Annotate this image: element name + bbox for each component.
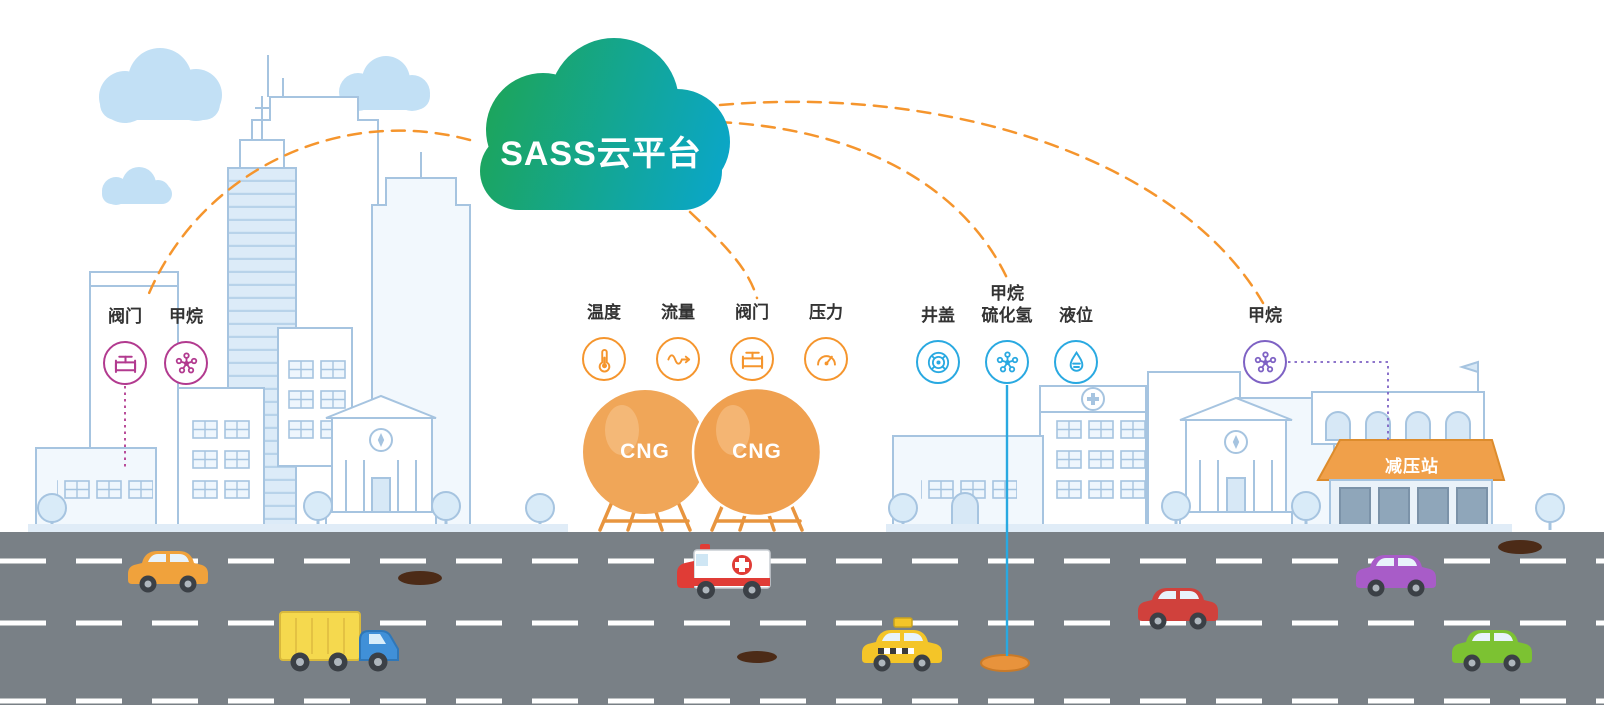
sensor-label: 压力	[809, 303, 843, 322]
manhole-icon	[925, 349, 952, 376]
sky-cloud-left	[99, 48, 222, 123]
valve-sensor-badge	[103, 341, 147, 385]
valve-sensor-badge	[730, 337, 774, 381]
gas-sensor-badge	[985, 340, 1029, 384]
sensor-label: 甲烷	[990, 284, 1024, 303]
manhole-sensor-badge	[916, 340, 960, 384]
city-sensor-group: 阀门 甲烷	[97, 306, 214, 385]
sky-cloud-mid	[339, 56, 430, 111]
level-icon	[1063, 349, 1090, 376]
sensor-label: 甲烷	[169, 307, 203, 326]
molecule-icon	[1252, 349, 1279, 376]
sensor-label: 流量	[661, 303, 695, 322]
flow-sensor-badge	[656, 337, 700, 381]
sensor-pressure: 压力	[798, 302, 854, 381]
cloud-platform-label: SASS云平台	[500, 135, 702, 173]
sensor-label: 液位	[1059, 306, 1093, 325]
pressure-icon	[813, 346, 840, 373]
methane-sensor-badge	[164, 341, 208, 385]
methane-sensor-badge	[1243, 340, 1287, 384]
sensor-label: 温度	[587, 303, 621, 322]
valve-icon	[112, 350, 139, 377]
level-sensor-badge	[1054, 340, 1098, 384]
connector-station-methane	[1288, 361, 1389, 441]
sensor-valve-city: 阀门	[97, 306, 153, 385]
station-sensor-group: 甲烷	[1237, 305, 1293, 384]
manhole-cover	[737, 651, 777, 663]
sensor-label: 井盖	[921, 306, 955, 325]
manhole-sensor-group: 井盖 甲烷 硫化氢 液位	[910, 283, 1104, 384]
sensor-label: 甲烷	[1248, 306, 1282, 325]
sky-cloud-small	[102, 167, 172, 205]
sensor-liquid-level: 液位	[1048, 305, 1104, 384]
sensor-methane-city: 甲烷	[158, 306, 214, 385]
taxi-yellow	[862, 617, 942, 672]
reduction-station-label: 减压站	[1385, 457, 1439, 476]
pressure-sensor-badge	[804, 337, 848, 381]
cng-tank-1-label: CNG	[620, 440, 670, 463]
sensor-manhole-cover: 井盖	[910, 305, 966, 384]
reduction-station-building	[1311, 360, 1512, 532]
manhole-cover	[398, 571, 442, 585]
cloud-connectors	[145, 100, 1265, 305]
sensor-temperature: 温度	[576, 302, 632, 381]
ambulance	[677, 544, 771, 599]
city-skyline-right	[886, 371, 1566, 532]
sensor-flow: 流量	[650, 302, 706, 381]
temperature-icon	[591, 346, 618, 373]
road	[0, 532, 1604, 705]
cng-sensor-group: 温度 流量 阀门 压力	[576, 302, 854, 381]
sensor-label: 阀门	[108, 307, 142, 326]
city-skyline-left	[28, 55, 568, 532]
cloud-platform-shape	[480, 38, 730, 210]
manhole-cover	[1498, 540, 1542, 554]
cng-tanks	[583, 386, 823, 532]
temperature-sensor-badge	[582, 337, 626, 381]
valve-icon	[739, 346, 766, 373]
cng-tank-2-label: CNG	[732, 440, 782, 463]
sensor-sublabel: 硫化氢	[981, 306, 1033, 325]
molecule-icon	[173, 350, 200, 377]
flow-icon	[665, 346, 692, 373]
sensor-valve-cng: 阀门	[724, 302, 780, 381]
molecule-icon	[994, 349, 1021, 376]
sensor-label: 阀门	[735, 303, 769, 322]
sensor-methane-h2s: 甲烷 硫化氢	[979, 283, 1035, 384]
sensor-methane-station: 甲烷	[1237, 305, 1293, 384]
truck-yellow	[279, 611, 399, 672]
manhole-cover-open	[980, 654, 1030, 672]
